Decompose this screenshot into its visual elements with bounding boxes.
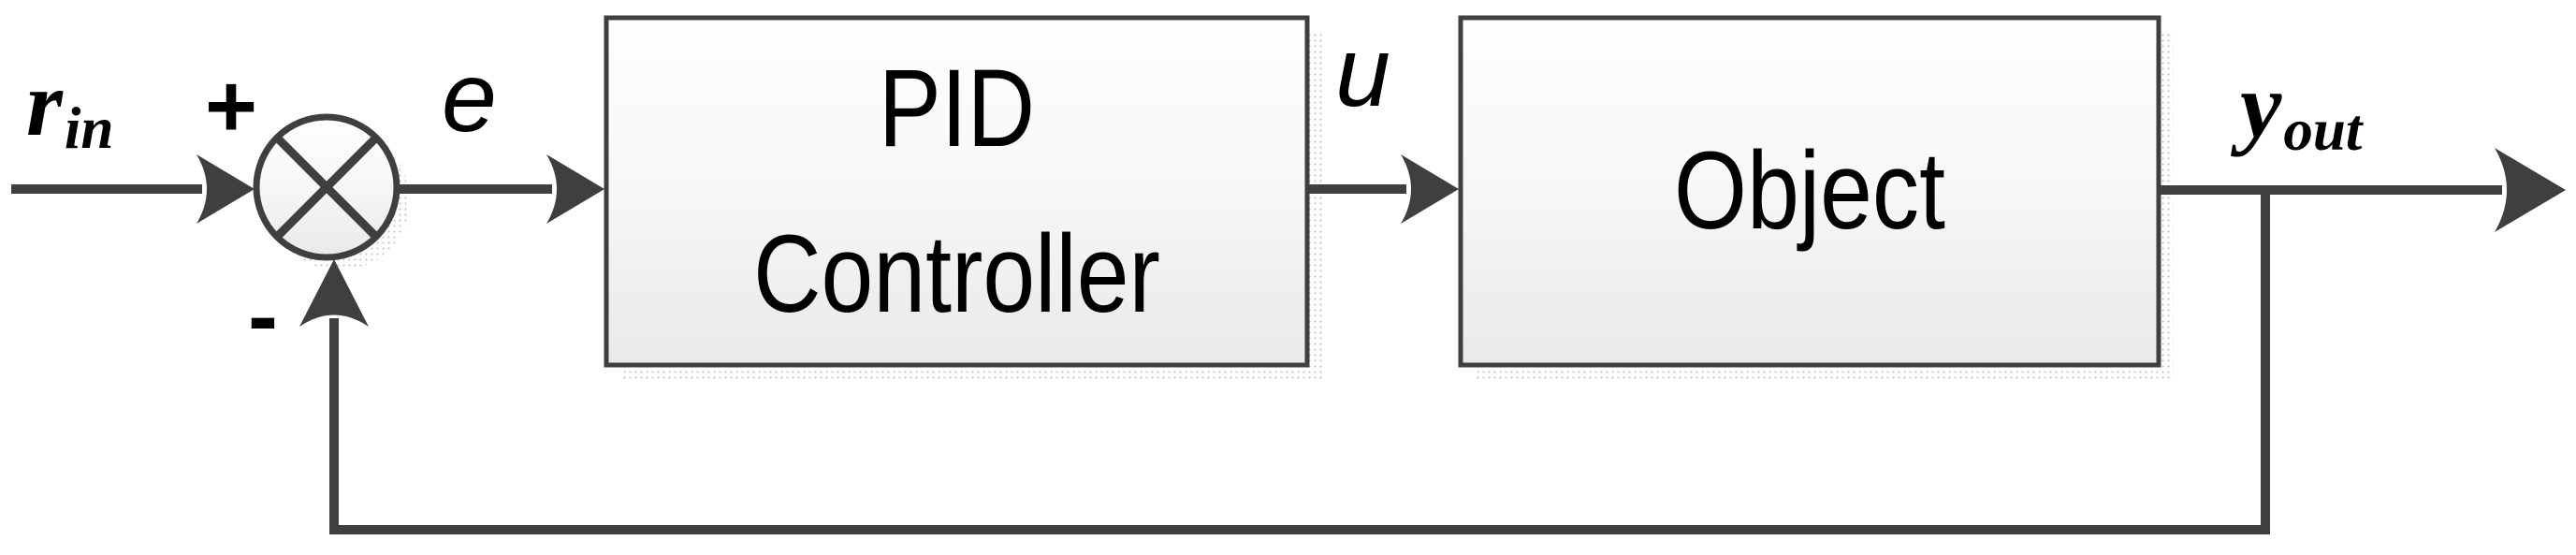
output-signal-label: yout bbox=[2240, 59, 2362, 160]
error-arrowhead-icon bbox=[546, 154, 604, 224]
control-arrowhead-icon bbox=[1401, 154, 1459, 224]
input-arrowhead-icon bbox=[196, 154, 255, 224]
output-arrowhead-icon bbox=[2495, 148, 2566, 232]
plus-sign-label: + bbox=[205, 56, 258, 156]
error-signal-label: e bbox=[442, 42, 497, 153]
input-signal-label-subscript: in bbox=[64, 95, 114, 161]
feedback-arrowhead-icon bbox=[299, 259, 369, 327]
input-signal-label: rin bbox=[26, 57, 113, 158]
pid-controller-block bbox=[604, 15, 1310, 368]
object-label-text: Object bbox=[1674, 129, 1945, 253]
minus-sign-label: - bbox=[248, 266, 278, 366]
output-signal-label-main: y bbox=[2240, 53, 2282, 157]
pid-controller-label-line2: Controller bbox=[753, 212, 1160, 336]
input-signal-label-main: r bbox=[26, 51, 63, 155]
pid-controller-label: PID Controller bbox=[659, 18, 1255, 365]
object-label: Object bbox=[1513, 18, 2106, 365]
pid-controller-label-line1: PID bbox=[878, 46, 1036, 170]
object-block bbox=[1458, 15, 2161, 368]
control-signal-label: u bbox=[1335, 17, 1390, 127]
output-signal-label-subscript: out bbox=[2283, 96, 2363, 163]
summing-junction-cross-line-2 bbox=[273, 134, 380, 241]
